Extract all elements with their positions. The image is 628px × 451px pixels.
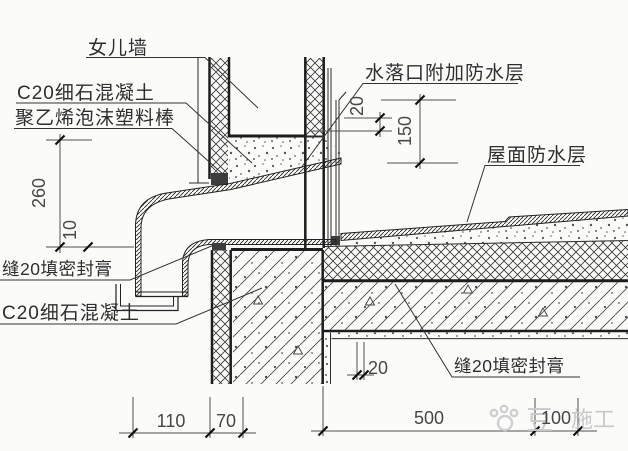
- drip-flashing-inner: [120, 284, 174, 307]
- label-roof-waterproof: 屋面防水层: [487, 144, 587, 166]
- leader-c20-top: [16, 102, 253, 164]
- scupper-spout: [115, 157, 342, 312]
- dim-70: 70: [216, 411, 236, 431]
- label-foam-rod: 聚乙烯泡沫塑料棒: [15, 107, 175, 129]
- leader-parapet: [86, 57, 259, 109]
- label-seam-right: 缝20填密封膏: [454, 356, 564, 376]
- beam-face-plaster: [324, 332, 330, 384]
- ceiling-plaster: [331, 332, 628, 338]
- dim-150: 150: [395, 116, 415, 146]
- annotation-labels: 女儿墙 C20细石混凝土 聚乙烯泡沫塑料棒 水落口附加防水层 屋面防水层 缝20…: [2, 37, 587, 376]
- screed-slope-layer: [324, 216, 628, 247]
- lower-wall: [210, 250, 232, 384]
- leader-lines: [0, 57, 580, 378]
- dimension-ticks: [54, 94, 584, 439]
- leader-drain-extra: [300, 83, 518, 169]
- parapet-left-wall: [189, 57, 231, 185]
- dimension-lines: [46, 94, 597, 438]
- dimension-texts: 260 10 20 150 20 110 70 500 100: [29, 96, 571, 431]
- dim-20-bottom: 20: [368, 358, 388, 378]
- watermark-glyph: 豆: [526, 406, 553, 436]
- dim-260: 260: [29, 178, 49, 208]
- leader-roof-membrane: [466, 165, 580, 223]
- leader-seam-right: [394, 283, 580, 378]
- concrete-speckles: [233, 251, 628, 384]
- aggregate-symbols: [252, 283, 549, 355]
- paw-icon: [489, 404, 519, 432]
- leader-seam-left: [0, 244, 215, 281]
- label-drain-extra-waterproof: 水落口附加防水层: [365, 62, 525, 84]
- label-c20-top: C20细石混凝土: [17, 82, 155, 104]
- drip-flashing-outer: [115, 284, 179, 312]
- label-parapet: 女儿墙: [88, 37, 148, 59]
- leader-foam-rod: [14, 128, 226, 177]
- eave-sealant-rod: [212, 243, 226, 251]
- dim-100: 100: [541, 408, 571, 428]
- label-c20-bottom: C20细石混凝土: [2, 302, 140, 324]
- dim-110: 110: [157, 411, 186, 431]
- watermark-suffix: 施工: [571, 407, 615, 432]
- roof-membrane: [340, 208, 628, 242]
- gutter-concrete-fill: [228, 134, 341, 183]
- dim-10: 10: [60, 220, 80, 240]
- watermark: 豆 施工: [489, 404, 615, 436]
- wall-flashing-lines: [327, 68, 347, 246]
- dim-500: 500: [414, 408, 444, 428]
- insulation-layer: [324, 240, 628, 280]
- leader-c20-bottom: [0, 287, 263, 325]
- roof-assembly: [231, 216, 628, 384]
- foam-rod-and-sealant: [211, 173, 228, 185]
- dim-20-top: 20: [347, 96, 367, 116]
- label-seam-left: 缝20填密封膏: [2, 259, 112, 279]
